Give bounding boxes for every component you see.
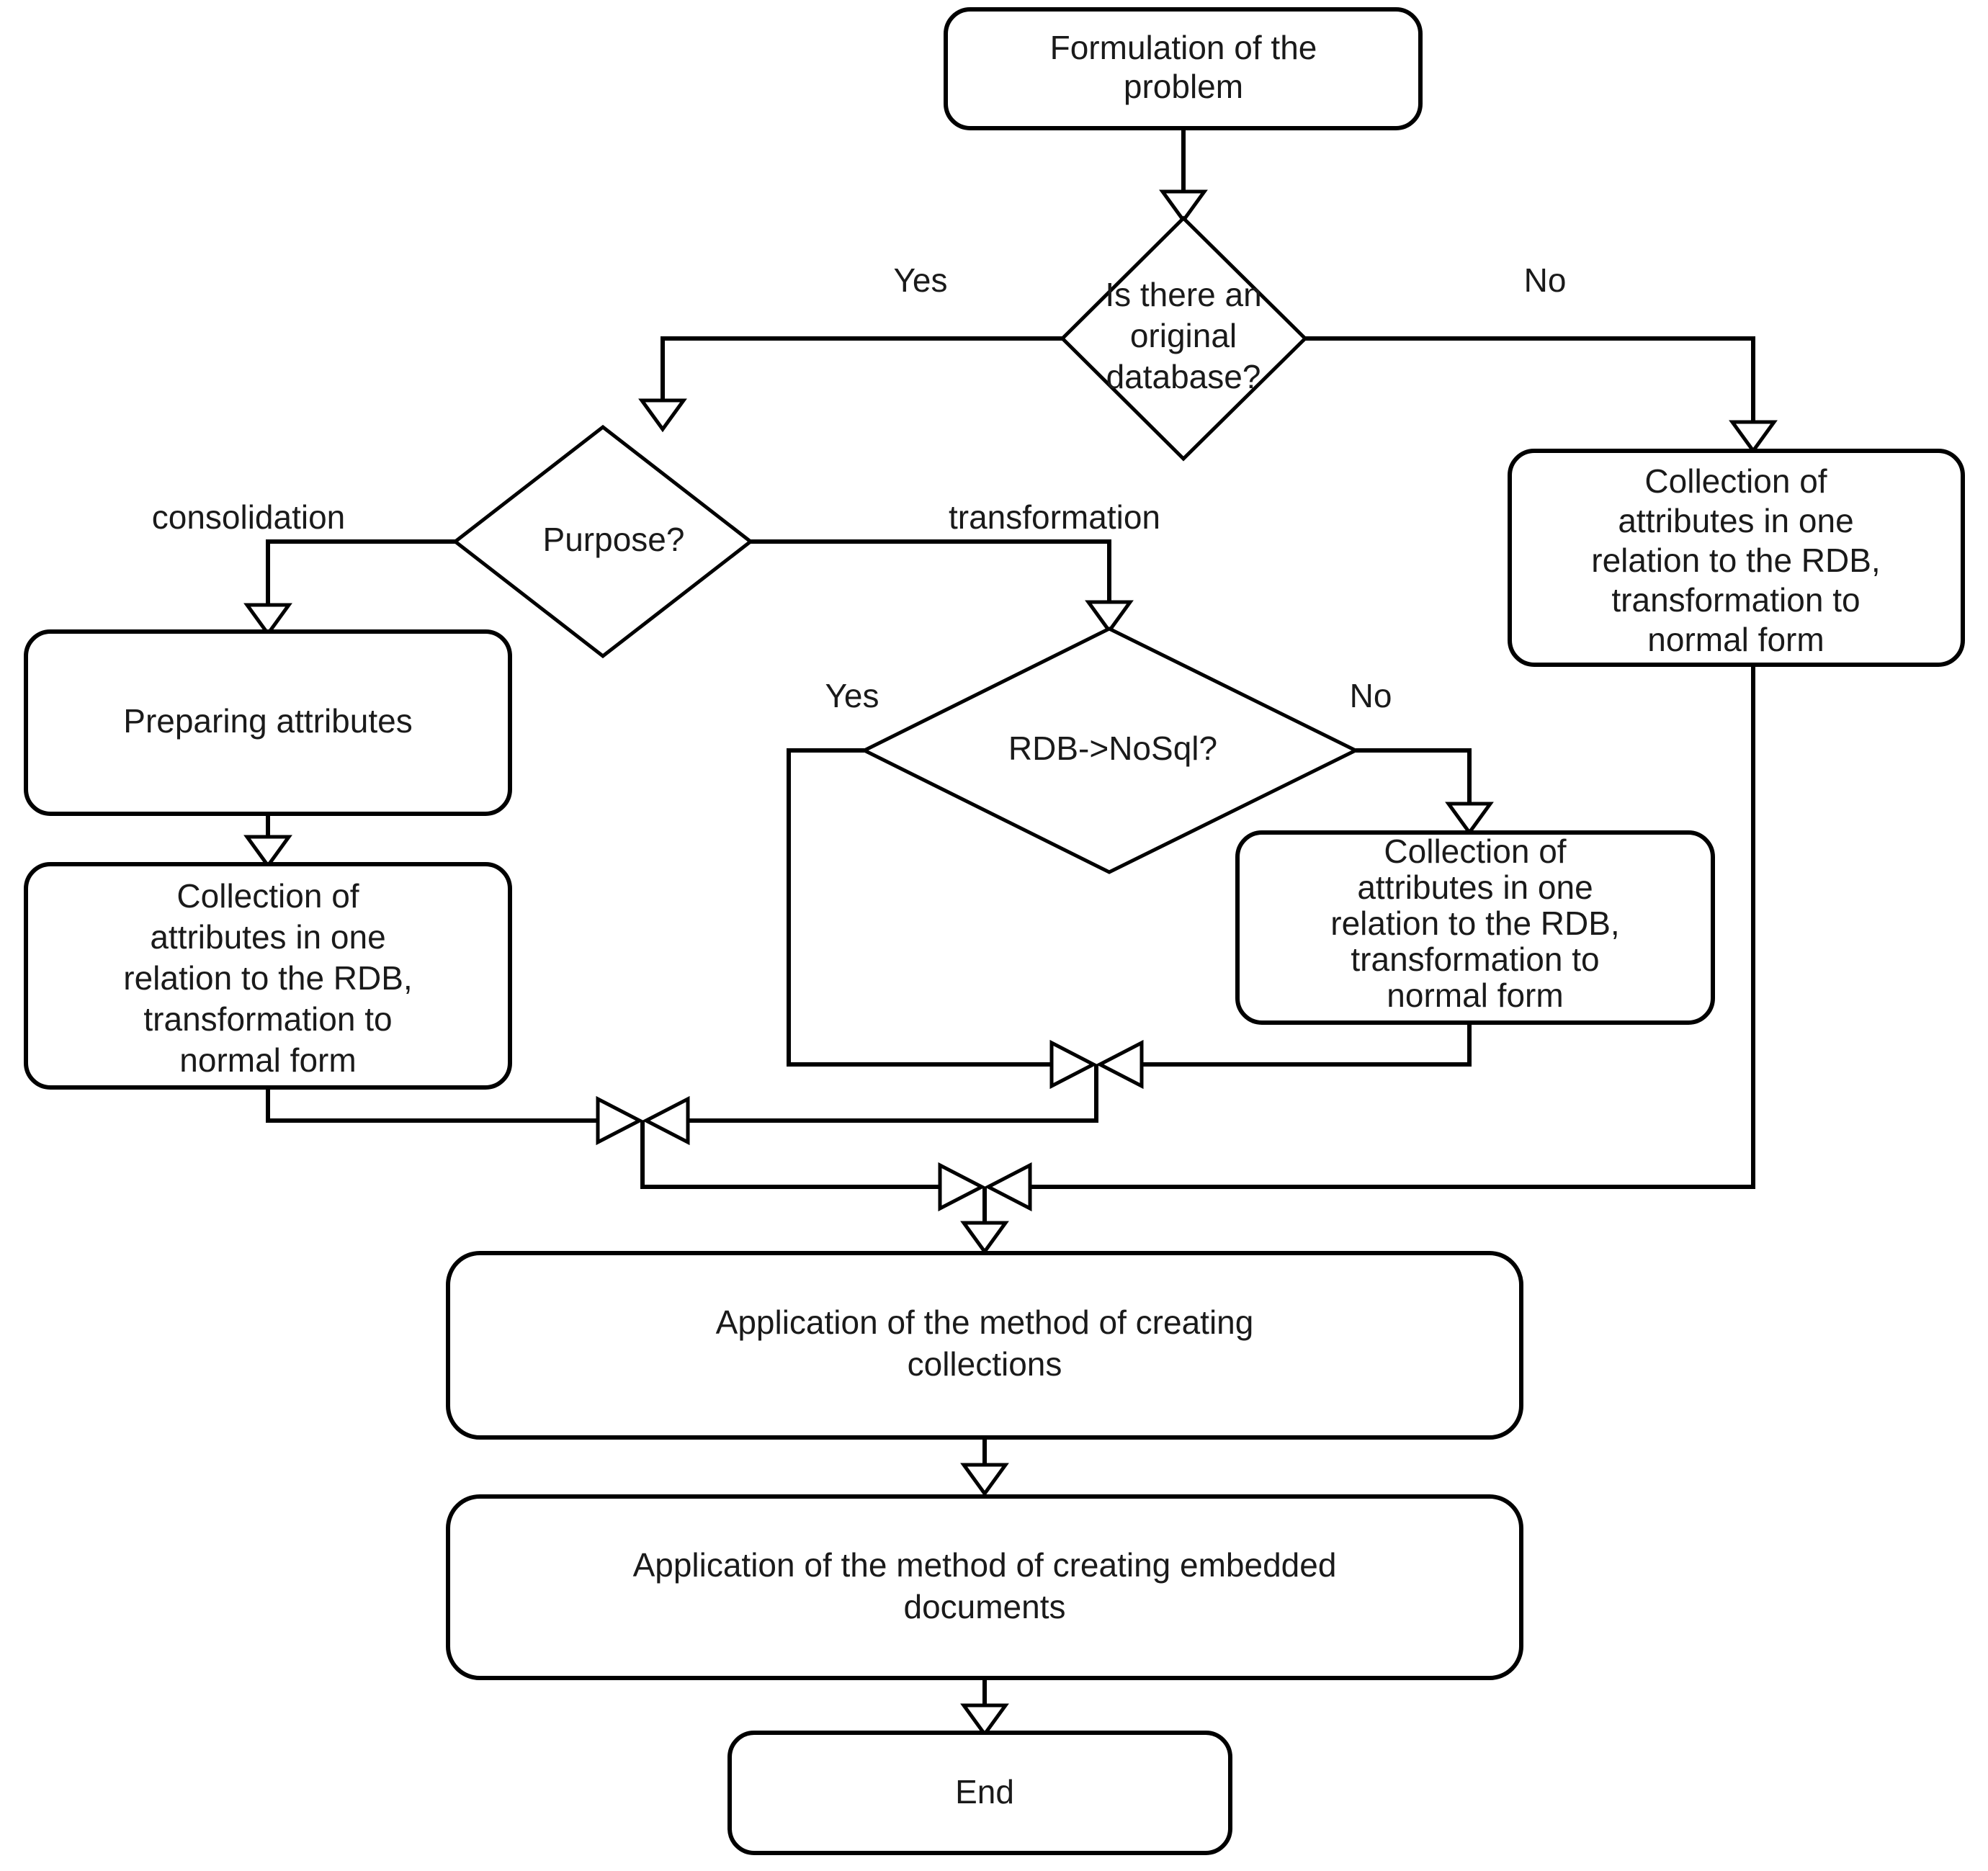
node-apply-embedded-label-2: documents xyxy=(903,1588,1065,1625)
arrowhead-left xyxy=(642,1095,690,1146)
node-decision-rdb-nosql-shape[interactable] xyxy=(860,627,1360,874)
node-collection-right-label-3: relation to the RDB, xyxy=(1591,542,1880,579)
arrowhead-left xyxy=(1096,1039,1144,1090)
node-collection-left-label-4: transformation to xyxy=(143,1000,392,1038)
edge-collection-left-to-merge-a xyxy=(266,1087,598,1123)
node-apply-embedded-label: Application of the method of creating em… xyxy=(633,1546,1337,1584)
node-decision-rdb-nosql-label: RDB->NoSql? xyxy=(1008,730,1217,767)
arrowhead-right xyxy=(938,1162,986,1212)
node-apply-embedded[interactable]: Application of the method of creating em… xyxy=(446,1494,1523,1680)
edge-label-nosql-yes: Yes xyxy=(825,677,879,714)
node-collection-middle[interactable]: Collection of attributes in one relation… xyxy=(1235,830,1715,1025)
merge-junction-a xyxy=(596,1095,690,1146)
node-collection-left-label-3: relation to the RDB, xyxy=(123,959,412,997)
merge-junction-c xyxy=(938,1162,1032,1212)
node-collection-right-label-4: transformation to xyxy=(1611,581,1860,619)
node-collection-right-label-5: normal form xyxy=(1647,621,1824,658)
node-start-label-2: problem xyxy=(1124,68,1243,105)
node-decision-purpose-shape[interactable] xyxy=(452,424,754,659)
arrowhead-right xyxy=(596,1095,644,1146)
edge-label-purpose-transformation: transformation xyxy=(949,498,1160,536)
edge-nosql-no-to-collection-middle xyxy=(1356,748,1472,805)
arrowhead-down xyxy=(960,1221,1009,1255)
node-end-shape[interactable] xyxy=(727,1731,1232,1855)
edge-db-yes-to-purpose xyxy=(661,336,1062,402)
node-collection-right-label-2: attributes in one xyxy=(1618,502,1853,539)
node-collection-middle-label-4: transformation to xyxy=(1351,941,1599,978)
arrowhead-down xyxy=(1159,189,1208,224)
node-apply-collections-label-2: collections xyxy=(908,1345,1062,1383)
node-collection-left[interactable]: Collection of attributes in one relation… xyxy=(24,862,512,1090)
node-collection-left-label-5: normal form xyxy=(179,1041,356,1079)
edge-nosql-yes-to-merge-b xyxy=(787,748,1052,1067)
edge-merge-b-to-merge-a xyxy=(688,1064,1098,1123)
merge-junction-b xyxy=(1049,1039,1144,1090)
edge-label-purpose-consolidation: consolidation xyxy=(152,498,346,536)
node-preparing-attributes[interactable]: Preparing attributes xyxy=(24,629,512,816)
edge-collection-middle-to-merge-b xyxy=(1142,1023,1472,1067)
node-preparing-attributes-shape[interactable] xyxy=(24,629,512,816)
node-decision-original-db-label-3: database? xyxy=(1106,358,1261,395)
node-collection-left-label: Collection of xyxy=(176,877,359,915)
node-apply-collections[interactable]: Application of the method of creating co… xyxy=(446,1251,1523,1440)
node-collection-middle-label-3: relation to the RDB, xyxy=(1330,905,1619,942)
node-decision-rdb-nosql[interactable]: RDB->NoSql? xyxy=(860,627,1360,874)
node-apply-collections-shape[interactable] xyxy=(446,1251,1523,1440)
node-end-label: End xyxy=(955,1773,1014,1811)
node-collection-middle-label-2: attributes in one xyxy=(1357,869,1593,906)
node-decision-purpose[interactable]: Purpose? xyxy=(452,424,754,659)
node-collection-right-label: Collection of xyxy=(1644,462,1827,500)
edge-purpose-transformation xyxy=(751,539,1111,604)
edge-purpose-consolidation xyxy=(266,539,455,606)
node-collection-middle-shape[interactable] xyxy=(1235,830,1715,1025)
node-decision-purpose-label: Purpose? xyxy=(543,521,685,558)
node-start-label: Formulation of the xyxy=(1050,29,1317,66)
node-decision-original-db-label: Is there an xyxy=(1105,276,1261,313)
node-preparing-attributes-label: Preparing attributes xyxy=(123,702,412,740)
node-apply-collections-label: Application of the method of creating xyxy=(716,1304,1254,1341)
node-collection-right-shape[interactable] xyxy=(1508,449,1965,667)
node-collection-left-shape[interactable] xyxy=(24,862,512,1090)
node-start[interactable]: Formulation of the problem xyxy=(944,7,1423,130)
arrowhead-down xyxy=(1085,600,1134,634)
edge-merge-a-to-merge-c xyxy=(640,1121,940,1189)
edge-label-layer: Yes No consolidation transformation Yes … xyxy=(152,261,1567,714)
node-collection-middle-label: Collection of xyxy=(1384,833,1566,870)
edge-db-no-to-collection-right xyxy=(1305,336,1755,423)
edge-collection-right-to-merge-c xyxy=(1030,665,1755,1189)
edge-layer xyxy=(243,128,1778,1738)
node-collection-right[interactable]: Collection of attributes in one relation… xyxy=(1508,449,1965,667)
edge-label-nosql-no: No xyxy=(1350,677,1392,714)
node-decision-original-db-shape[interactable] xyxy=(1060,215,1308,462)
node-collection-middle-label-5: normal form xyxy=(1387,977,1563,1014)
node-decision-original-db-label-2: original xyxy=(1130,317,1237,354)
node-start-shape[interactable] xyxy=(944,7,1423,130)
arrowhead-down xyxy=(638,398,687,433)
node-decision-original-db[interactable]: Is there an original database? xyxy=(1060,215,1308,462)
arrowhead-down xyxy=(960,1703,1009,1738)
arrowhead-down xyxy=(1445,802,1494,836)
node-apply-embedded-shape[interactable] xyxy=(446,1494,1523,1680)
arrowhead-down xyxy=(243,835,292,869)
node-collection-left-label-2: attributes in one xyxy=(150,918,385,956)
arrowhead-right xyxy=(1049,1039,1098,1090)
arrowhead-down xyxy=(960,1463,1009,1497)
arrowhead-down xyxy=(1729,420,1778,454)
arrowhead-down xyxy=(243,603,292,637)
node-end[interactable]: End xyxy=(727,1731,1232,1855)
edge-label-db-no: No xyxy=(1524,261,1567,299)
arrowhead-left xyxy=(984,1162,1032,1212)
edge-label-db-yes: Yes xyxy=(893,261,947,299)
